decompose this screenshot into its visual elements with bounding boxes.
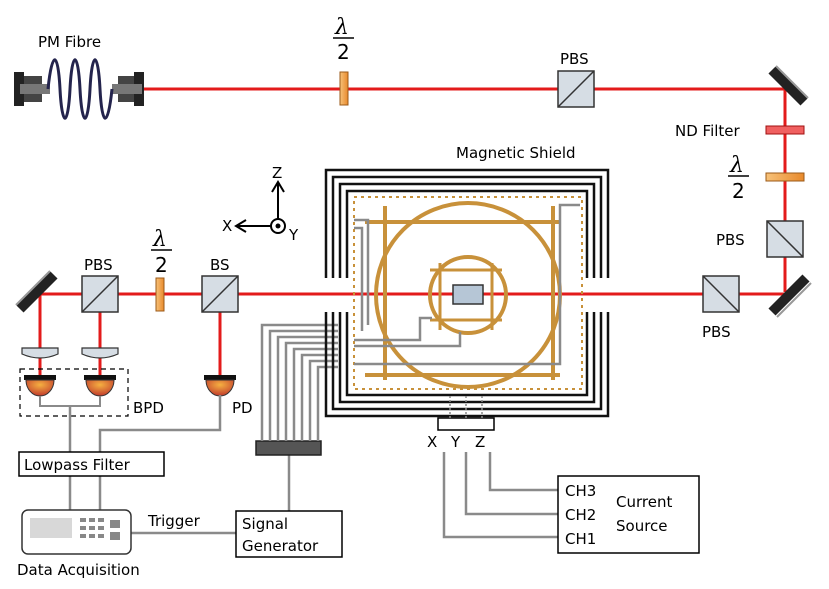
pbs-left xyxy=(81,275,119,313)
bpd-label: BPD xyxy=(133,399,164,417)
svg-text:2: 2 xyxy=(155,253,168,277)
mirror-bottom-right xyxy=(768,274,812,318)
signal-generator-box xyxy=(235,510,343,558)
signal-generator-label-2: Generator xyxy=(242,537,319,555)
trigger-label: Trigger xyxy=(147,512,201,530)
svg-text:2: 2 xyxy=(337,40,350,64)
pbs-right-horizontal-label: PBS xyxy=(702,323,731,341)
half-wave-plate-left xyxy=(155,277,165,312)
pbs-right-horizontal xyxy=(702,275,740,313)
pm-fibre-label: PM Fibre xyxy=(38,33,101,51)
coil-label-y: Y xyxy=(450,433,461,451)
signal-generator-label-1: Signal xyxy=(242,515,288,533)
shield-feed-wires xyxy=(260,323,338,441)
coil-label-z: Z xyxy=(475,433,485,451)
current-source-label-1: Current xyxy=(616,493,672,511)
pbs-right-vertical xyxy=(766,220,804,258)
axis-label-x: X xyxy=(222,217,232,235)
data-acquisition-device xyxy=(21,509,132,555)
svg-text:λ: λ xyxy=(729,153,744,178)
axis-label-z: Z xyxy=(272,164,282,182)
lens-left-1 xyxy=(21,347,59,359)
beam-splitter xyxy=(201,275,239,313)
coordinate-axes xyxy=(234,180,286,234)
nd-filter xyxy=(765,125,805,135)
ch2-label: CH2 xyxy=(565,506,596,524)
current-source-wires xyxy=(442,452,558,539)
signal-connector-bar xyxy=(255,440,322,456)
coil-dotted-leads xyxy=(449,396,483,418)
pbs-top xyxy=(557,70,595,108)
bpd-connection xyxy=(39,396,101,407)
inner-coil-wires xyxy=(354,203,580,366)
mirror-left xyxy=(15,270,58,313)
svg-text:λ: λ xyxy=(334,15,349,40)
photodiode-bpd-2 xyxy=(84,375,116,397)
ch3-label: CH3 xyxy=(565,482,596,500)
half-wave-label-top: λ 2 xyxy=(333,15,354,64)
bpd-dashed-box xyxy=(19,368,129,417)
current-source-label-2: Source xyxy=(616,517,668,535)
mirror-top-right xyxy=(768,65,809,106)
laser-beam-paths xyxy=(38,87,787,375)
lowpass-filter-box xyxy=(18,451,165,477)
ch1-label: CH1 xyxy=(565,530,596,548)
svg-text:2: 2 xyxy=(732,179,745,203)
magnetic-shield-label: Magnetic Shield xyxy=(456,144,576,162)
vapor-cell xyxy=(452,284,484,305)
pbs-left-label: PBS xyxy=(84,256,113,274)
svg-text:λ: λ xyxy=(152,227,167,252)
half-wave-plate-right xyxy=(765,172,805,182)
magnetic-shield xyxy=(318,168,616,418)
half-wave-plate-top xyxy=(339,71,349,106)
signal-wires xyxy=(68,395,291,535)
lowpass-filter-label: Lowpass Filter xyxy=(24,456,131,474)
axis-label-y: Y xyxy=(288,226,299,244)
pbs-right-vertical-label: PBS xyxy=(716,231,745,249)
photodiode-bpd-1 xyxy=(24,375,56,397)
half-wave-label-left: λ 2 xyxy=(151,227,172,277)
half-wave-label-right: λ 2 xyxy=(728,153,749,203)
bs-label: BS xyxy=(210,256,230,274)
lens-left-2 xyxy=(81,347,119,359)
pbs-top-label: PBS xyxy=(560,50,589,68)
photodiode-pd xyxy=(204,375,236,397)
data-acquisition-label: Data Acquisition xyxy=(17,561,140,579)
coil-connector xyxy=(437,417,495,431)
current-source-box xyxy=(557,475,700,554)
nd-filter-label: ND Filter xyxy=(675,122,741,140)
coil-label-x: X xyxy=(427,433,437,451)
pm-fibre xyxy=(14,58,144,120)
pd-label: PD xyxy=(232,399,253,417)
